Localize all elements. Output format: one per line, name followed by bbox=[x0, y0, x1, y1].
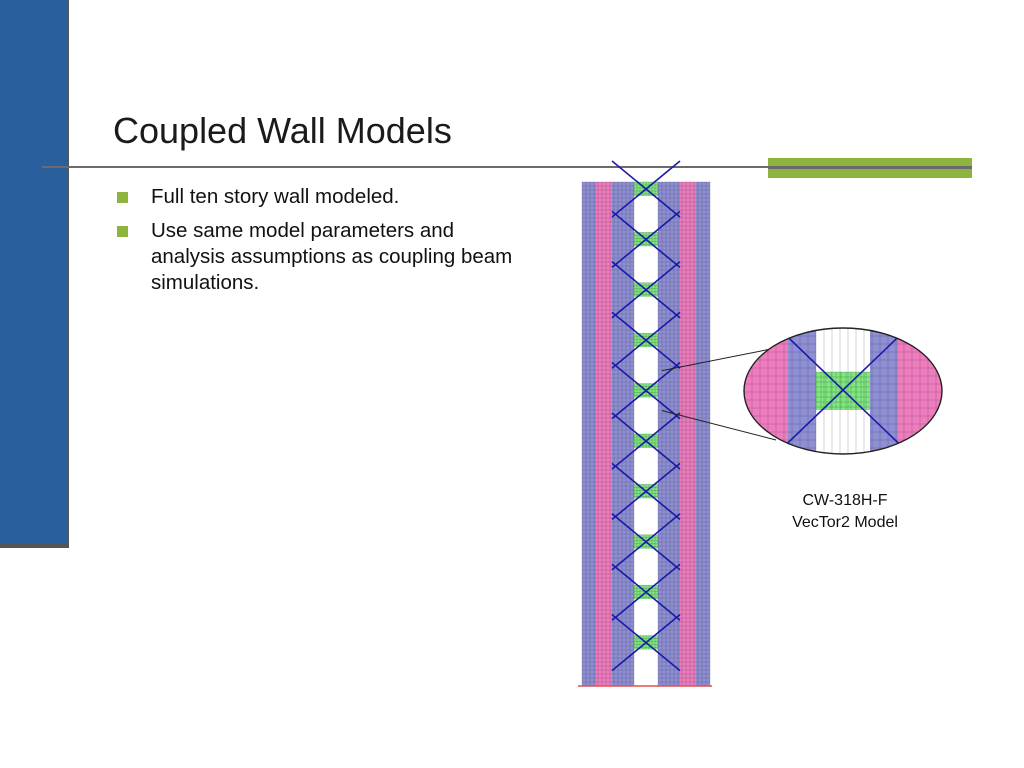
diagonal-bar bbox=[611, 563, 681, 621]
square-bullet-icon bbox=[117, 192, 128, 203]
detail-view bbox=[744, 328, 942, 454]
wall-opening bbox=[634, 498, 658, 535]
title-divider-accent-line bbox=[768, 166, 972, 169]
wall-opening bbox=[634, 599, 658, 636]
wall-opening bbox=[634, 548, 658, 586]
detail-ellipse-outline bbox=[743, 327, 943, 455]
diagonal-bar bbox=[611, 160, 681, 218]
wall-opening bbox=[634, 448, 658, 485]
wall-opening bbox=[634, 649, 658, 686]
detail-left-boundary-zone bbox=[788, 328, 816, 454]
bullet-item: Use same model parameters and analysis a… bbox=[115, 218, 515, 296]
diagonal-bar bbox=[611, 311, 681, 369]
diagonal-bar bbox=[611, 613, 681, 672]
bullet-item: Full ten story wall modeled. bbox=[115, 184, 515, 210]
wall-opening bbox=[634, 196, 658, 233]
diagonal-bar bbox=[611, 361, 681, 420]
detail-right-boundary-zone bbox=[870, 328, 898, 454]
diagonal-bar bbox=[611, 261, 681, 319]
diagonal-bar bbox=[611, 412, 681, 470]
left-accent-bar bbox=[0, 0, 67, 546]
diagonal-bar bbox=[611, 210, 681, 269]
square-bullet-icon bbox=[117, 226, 128, 237]
leader-line bbox=[661, 410, 777, 441]
title-divider bbox=[42, 166, 972, 168]
wall-opening bbox=[634, 397, 658, 434]
detail-diagonal-bar bbox=[769, 328, 917, 454]
caption-model-id: CW-318H-F bbox=[802, 492, 888, 509]
slide-title: Coupled Wall Models bbox=[113, 110, 452, 151]
wall-opening bbox=[634, 347, 658, 384]
wall-opening bbox=[634, 296, 658, 334]
left-accent-bar-edge bbox=[67, 0, 69, 548]
figure-caption: CW-318H-F VecTor2 Model bbox=[760, 490, 930, 534]
wall-model bbox=[578, 160, 943, 687]
wall-opening bbox=[634, 246, 658, 283]
bullet-text: Use same model parameters and analysis a… bbox=[151, 219, 513, 294]
diagonal-bar bbox=[611, 462, 681, 521]
bullet-list: Full ten story wall modeled. Use same mo… bbox=[115, 184, 515, 304]
bullet-text: Full ten story wall modeled. bbox=[151, 185, 400, 208]
leader-line bbox=[661, 347, 777, 372]
left-accent-bar-shadow bbox=[0, 544, 69, 548]
diagonal-reinforcement bbox=[611, 160, 681, 672]
caption-model-type: VecTor2 Model bbox=[792, 514, 898, 531]
mesh-grid bbox=[581, 181, 711, 687]
diagonal-bar bbox=[611, 513, 681, 571]
